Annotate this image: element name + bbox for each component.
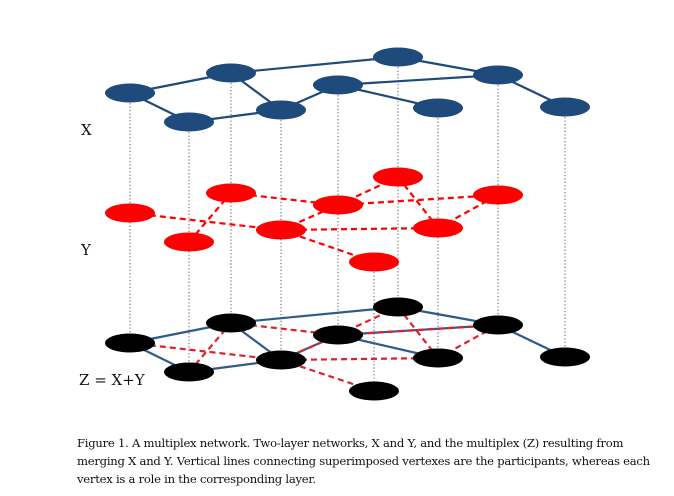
z-layer-y-edge-A-D — [129, 341, 282, 362]
x-layer-vertex-C — [206, 63, 256, 83]
y-layer-vertex-B — [164, 232, 214, 252]
z-layer-vertex-H — [473, 315, 523, 335]
z-layer-y-edge-C-E — [230, 321, 339, 337]
y-layer-vertex-A — [105, 203, 155, 223]
z-layer-vertex-J — [349, 381, 399, 401]
layer-z-label: Z = X+Y — [79, 371, 145, 389]
x-layer-vertex-G — [413, 98, 463, 118]
x-layer-vertex-I — [540, 97, 590, 117]
x-layer-edge-C-F — [230, 55, 399, 75]
x-layer-vertex-F — [373, 47, 423, 67]
z-layer-x-edge-C-F — [230, 305, 399, 325]
layer-y-label: Y — [81, 241, 91, 259]
y-layer-vertex-C — [206, 183, 256, 203]
y-layer-edge-A-D — [129, 211, 282, 232]
z-layer-vertex-D — [256, 350, 306, 370]
z-layer-vertex-F — [373, 297, 423, 317]
z-layer-vertex-E — [313, 325, 363, 345]
x-layer-vertex-H — [473, 65, 523, 85]
y-layer-edge-C-E — [230, 191, 339, 207]
y-layer-edge-D-G — [280, 226, 439, 232]
x-layer-vertex-D — [256, 100, 306, 120]
y-layer-vertex-J — [349, 252, 399, 272]
y-layer-vertex-F — [373, 167, 423, 187]
y-layer-vertex-E — [313, 195, 363, 215]
z-layer-vertex-C — [206, 313, 256, 333]
y-layer-vertex-D — [256, 220, 306, 240]
z-layer-vertex-A — [105, 333, 155, 353]
x-layer-vertex-B — [164, 112, 214, 132]
z-layer-y-edge-D-G — [280, 356, 439, 362]
figure-caption: Figure 1. A multiplex network. Two-layer… — [77, 436, 650, 486]
network-diagram — [105, 47, 590, 401]
x-layer-vertex-A — [105, 83, 155, 103]
z-layer-vertex-I — [540, 347, 590, 367]
z-layer-vertex-G — [413, 348, 463, 368]
x-layer-edge-E-H — [337, 73, 499, 87]
y-layer-edge-E-H — [337, 193, 499, 207]
z-layer-vertex-B — [164, 362, 214, 382]
y-layer-vertex-G — [413, 218, 463, 238]
layer-x-label: X — [81, 121, 92, 139]
y-layer-vertex-H — [473, 185, 523, 205]
x-layer-vertex-E — [313, 75, 363, 95]
z-layer-y-edge-E-H — [337, 323, 499, 337]
